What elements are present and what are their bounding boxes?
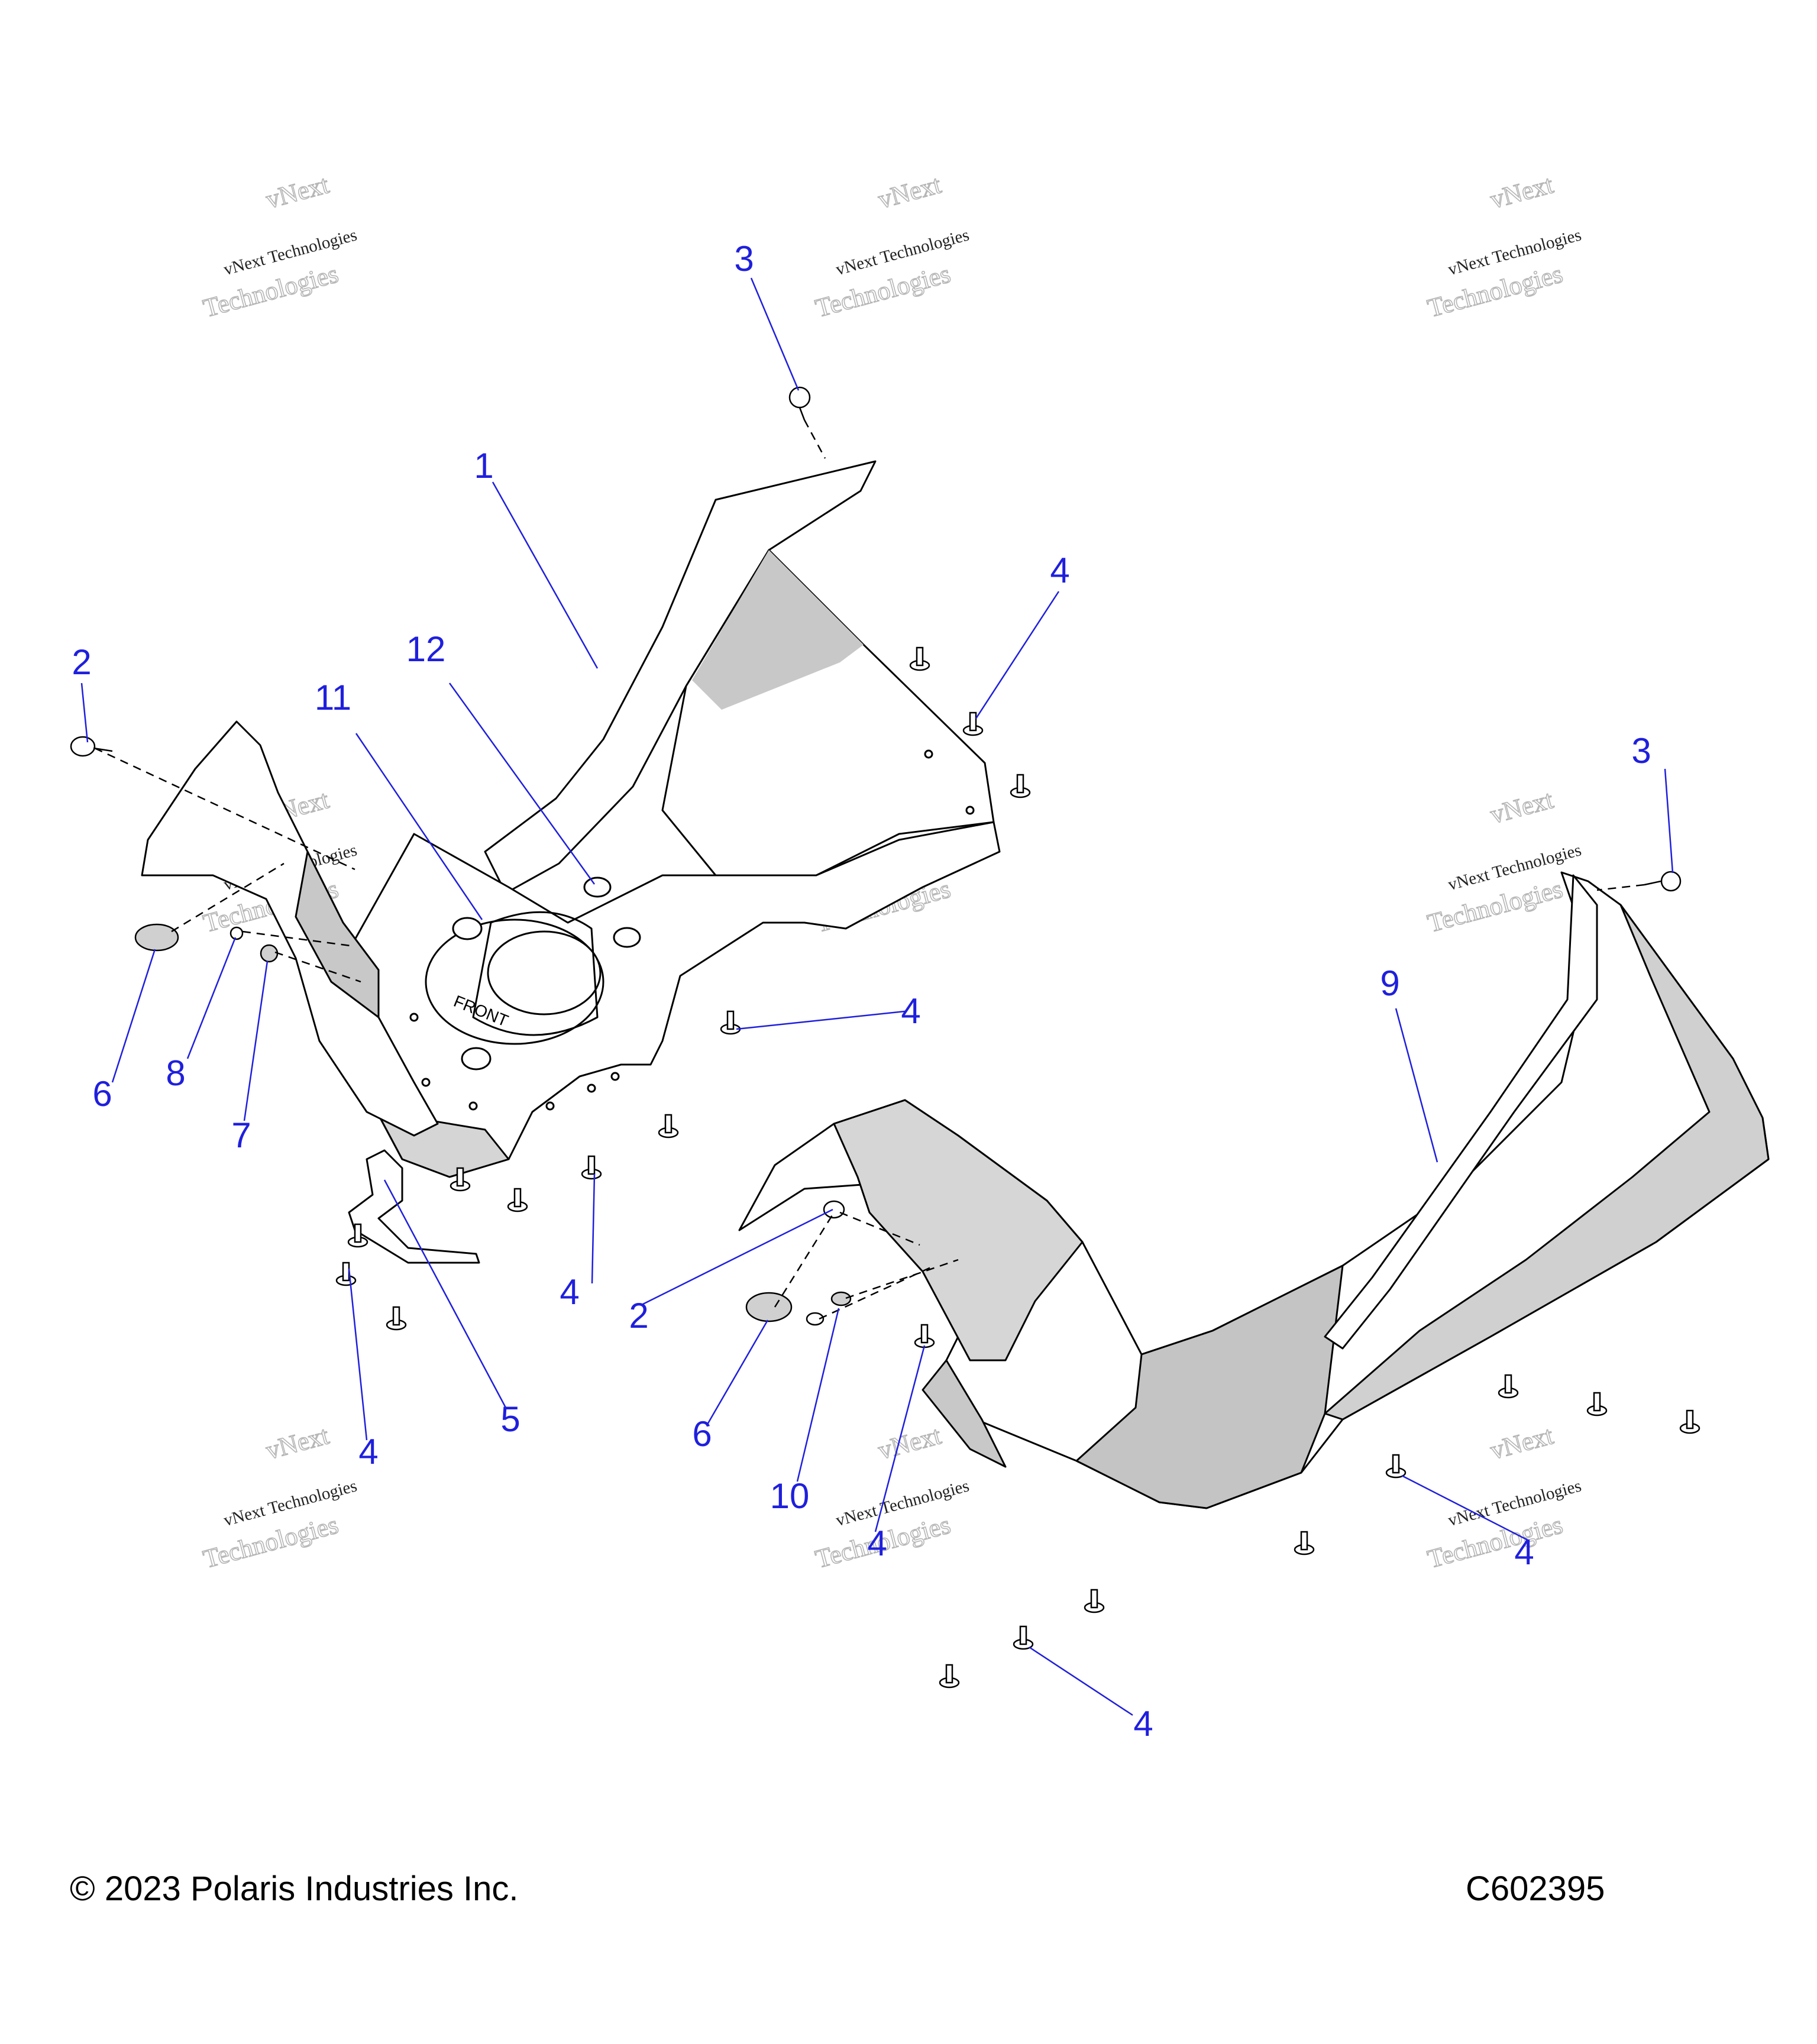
callout-4-e: 4 <box>1514 1532 1534 1572</box>
svg-text:vNext: vNext <box>263 170 332 214</box>
watermark-top-left: vNext vNext Technologies Technologies <box>200 169 359 323</box>
callout-7: 7 <box>231 1115 251 1155</box>
callout-10: 10 <box>770 1476 810 1516</box>
callout-4-g: 4 <box>1133 1704 1153 1744</box>
clip-part-2-right <box>823 1200 845 1219</box>
pin-fastener <box>347 1223 368 1248</box>
pin-fastener <box>1385 1454 1407 1479</box>
pin-fastener <box>1084 1589 1105 1613</box>
clip-part-10 <box>806 1291 852 1326</box>
pin-fastener <box>962 711 984 736</box>
callout-8: 8 <box>166 1053 185 1093</box>
right-front-cover <box>738 871 1770 1509</box>
svg-text:Technologies: Technologies <box>1424 874 1566 938</box>
callout-9: 9 <box>1380 963 1399 1003</box>
callout-4-f: 4 <box>867 1524 887 1563</box>
pin-fastener <box>1586 1392 1608 1416</box>
diagram-code: C602395 <box>1466 1870 1605 1908</box>
pin-fastener <box>1679 1409 1700 1434</box>
watermark-bottom-right: vNext vNext Technologies Technologies <box>1424 1420 1583 1574</box>
callout-3-top: 3 <box>734 239 754 279</box>
callout-4-c: 4 <box>560 1272 579 1312</box>
callout-6-left: 6 <box>92 1074 112 1114</box>
callout-4-b: 4 <box>901 991 920 1031</box>
pin-fastener <box>939 1664 960 1689</box>
svg-text:vNext: vNext <box>875 170 944 214</box>
pin-fastener <box>1498 1374 1519 1399</box>
watermark-top-right: vNext vNext Technologies Technologies <box>1424 169 1583 323</box>
svg-text:vNext: vNext <box>1487 170 1556 214</box>
pin-fastener <box>658 1114 679 1139</box>
callout-3-right: 3 <box>1631 731 1651 771</box>
svg-text:Technologies: Technologies <box>1424 259 1566 323</box>
clip-part-2-left <box>70 736 113 757</box>
svg-text:Technologies: Technologies <box>1424 1510 1566 1574</box>
pin-fastener <box>450 1167 471 1192</box>
bracket-part-5 <box>348 1149 480 1264</box>
pin-fastener <box>914 1324 935 1348</box>
copyright-notice: © 2023 Polaris Industries Inc. <box>70 1870 519 1908</box>
pin-fastener <box>386 1306 407 1331</box>
pin-fastener <box>1013 1625 1034 1650</box>
screw-part-3-right <box>1644 871 1682 892</box>
callout-4-a: 4 <box>1050 551 1069 590</box>
grommet-part-6-right <box>745 1292 793 1322</box>
callout-1: 1 <box>474 446 493 486</box>
svg-text:vNext: vNext <box>1487 785 1556 829</box>
svg-text:vNext: vNext <box>1487 1421 1556 1465</box>
callout-2-right: 2 <box>629 1296 648 1335</box>
callout-6-right: 6 <box>692 1414 712 1454</box>
pin-fastener <box>507 1188 528 1212</box>
svg-text:vNext: vNext <box>875 1421 944 1465</box>
callout-5: 5 <box>500 1399 520 1439</box>
fasteners <box>70 386 1700 1689</box>
left-floor-panel: FRONT <box>141 460 1001 1178</box>
callout-11: 11 <box>315 678 351 717</box>
callout-labels: 1 2 2 3 3 4 4 4 4 4 4 4 5 6 6 7 8 9 10 1… <box>72 239 1651 1744</box>
grommet-part-7 <box>260 944 279 963</box>
callout-12: 12 <box>406 629 446 669</box>
pin-fastener <box>720 1010 741 1035</box>
pin-fastener <box>1010 774 1031 798</box>
grommet-part-6-left <box>134 923 179 952</box>
callout-2-left: 2 <box>72 642 91 682</box>
svg-text:vNext: vNext <box>263 1421 332 1465</box>
pin-fastener <box>335 1262 357 1286</box>
pin-fastener <box>909 646 930 671</box>
watermark-mid-right: vNext vNext Technologies Technologies <box>1424 784 1583 938</box>
svg-text:Technologies: Technologies <box>812 259 953 323</box>
svg-text:Technologies: Technologies <box>200 1510 341 1574</box>
svg-text:Technologies: Technologies <box>200 259 341 323</box>
pin-fastener <box>581 1155 602 1180</box>
screw-part-3-top <box>788 386 811 421</box>
watermark-bottom-left: vNext vNext Technologies Technologies <box>200 1420 359 1574</box>
callout-4-d: 4 <box>358 1432 378 1471</box>
pin-fastener <box>1294 1531 1315 1555</box>
leader-lines <box>80 277 1674 1716</box>
watermark-top-center: vNext vNext Technologies Technologies <box>812 169 971 323</box>
screw-part-8 <box>229 926 244 940</box>
